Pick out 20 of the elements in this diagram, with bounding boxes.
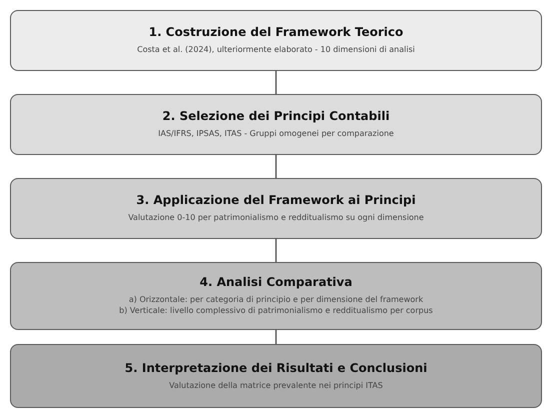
step-description: Costa et al. (2024), ulteriormente elaborato - 10 dimensioni di analisi	[137, 45, 415, 56]
step-title: 5. Interpretazione dei Risultati e Conclusioni	[124, 360, 428, 375]
connector-line	[275, 155, 277, 178]
connector-line	[275, 239, 277, 262]
process-box	[10, 10, 542, 71]
step-title: 4. Analisi Comparativa	[200, 275, 352, 290]
step-description: b) Verticale: livello complessivo di patrimonialismo e redditualismo per corpus	[119, 306, 433, 317]
step-description: Valutazione 0-10 per patrimonialismo e redditualismo su ogni dimensione	[128, 213, 424, 224]
step-title: 3. Applicazione del Framework ai Principi	[136, 193, 416, 208]
connector-line	[275, 71, 277, 94]
process-box	[10, 94, 542, 155]
connector-line	[275, 330, 277, 344]
step-description: Valutazione della matrice prevalente nei principi ITAS	[169, 380, 383, 392]
step-title: 1. Costruzione del Framework Teorico	[148, 25, 404, 40]
step-description: IAS/IFRS, IPSAS, ITAS - Gruppi omogenei per comparazione	[158, 129, 394, 140]
step-description: a) Orizzontale: per categoria di principio e per dimensione del framework	[128, 295, 424, 306]
process-box	[10, 178, 542, 239]
step-title: 2. Selezione dei Principi Contabili	[162, 109, 390, 124]
process-box	[10, 344, 542, 408]
process-box	[10, 262, 542, 330]
